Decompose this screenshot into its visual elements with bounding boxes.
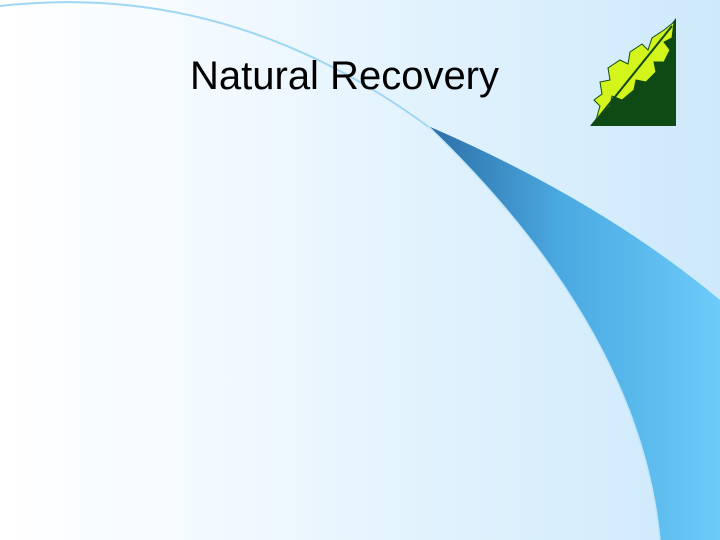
swoosh-edge-line — [427, 125, 661, 540]
blue-swoosh — [428, 126, 720, 540]
top-arc-line — [0, 1, 431, 129]
slide-title: Natural Recovery — [190, 54, 500, 98]
holly-leaf-icon — [590, 18, 676, 126]
